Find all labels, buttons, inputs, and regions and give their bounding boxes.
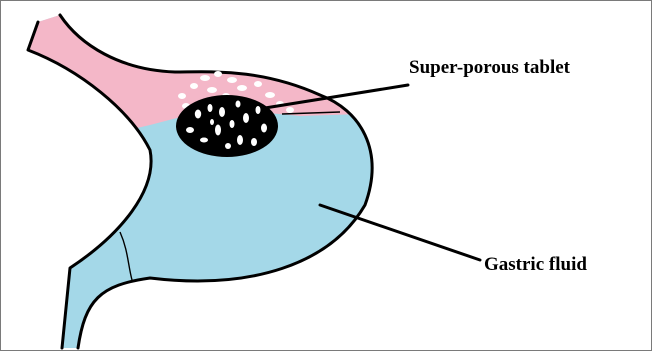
gastric-fluid-label: Gastric fluid (484, 255, 587, 274)
tablet-label: Super-porous tablet (409, 58, 570, 77)
super-porous-tablet (176, 95, 278, 157)
